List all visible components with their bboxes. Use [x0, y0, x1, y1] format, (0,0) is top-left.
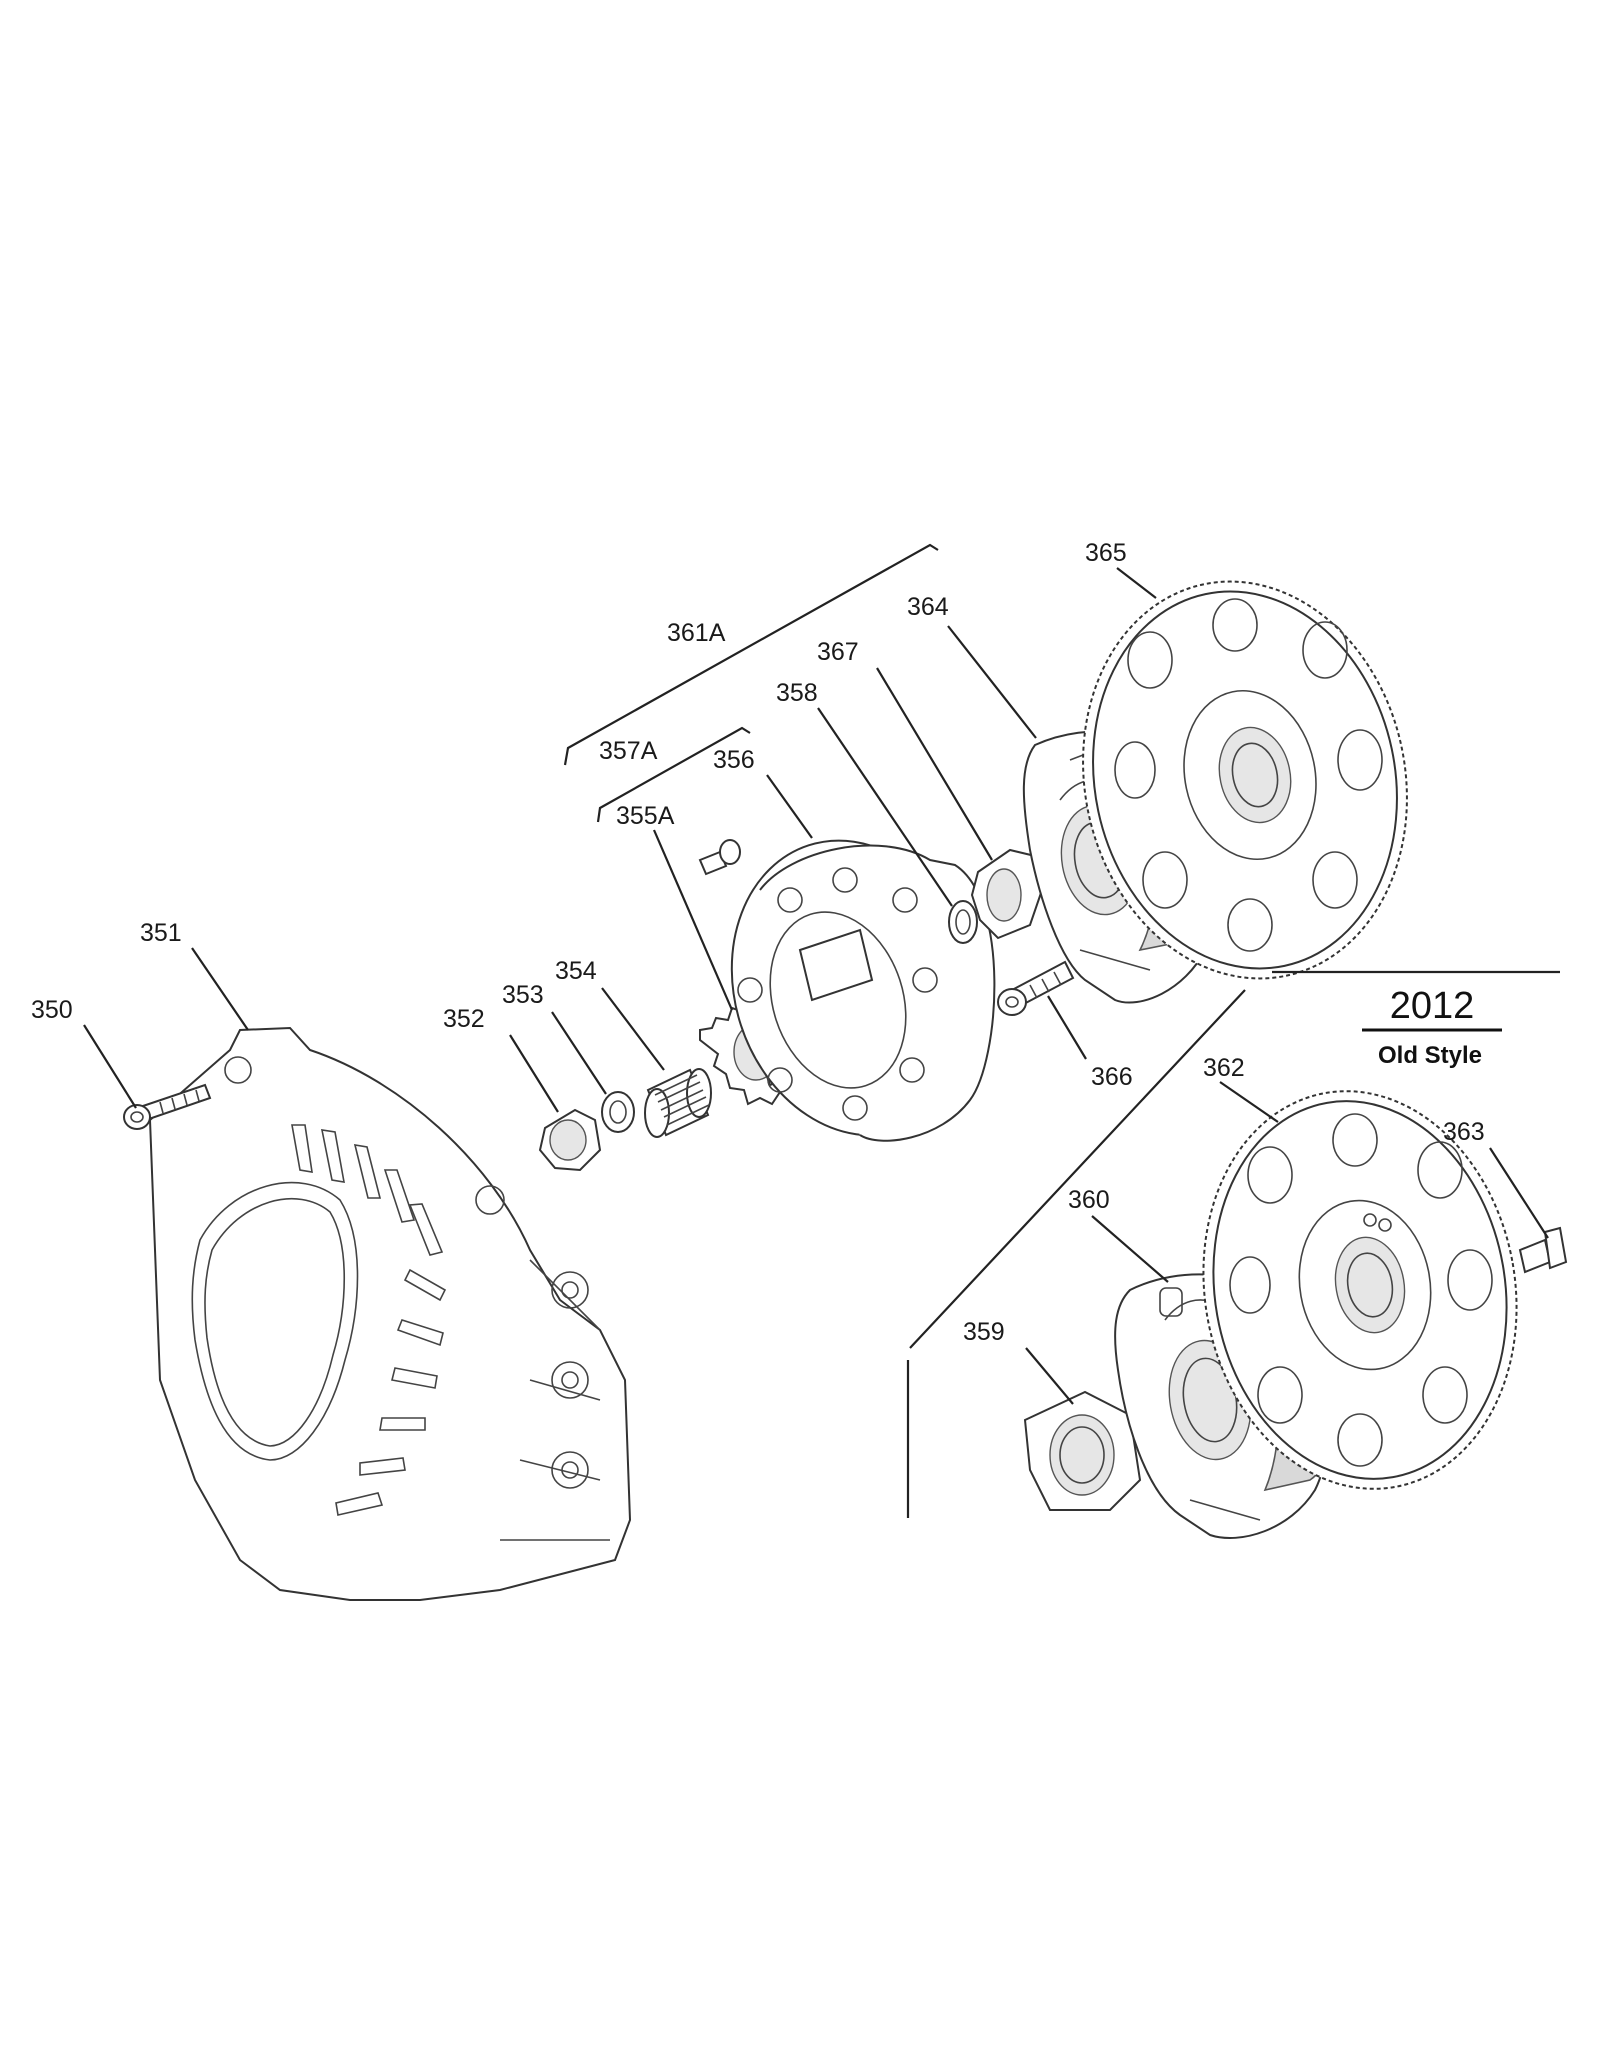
- clutch-cover-351: [148, 1026, 632, 1601]
- label-364: 364: [907, 593, 949, 621]
- inset-caption-text: Old Style: [1378, 1042, 1482, 1069]
- inset-divider: [906, 970, 1560, 1518]
- label-361A: 361A: [667, 619, 726, 647]
- label-351: 351: [140, 919, 182, 947]
- inset-caption: 2012 Old Style: [1362, 985, 1502, 1069]
- nut-359: [1023, 1390, 1142, 1511]
- label-360: 360: [1068, 1186, 1110, 1214]
- label-352: 352: [443, 1005, 485, 1033]
- label-367: 367: [817, 638, 859, 666]
- label-353: 353: [502, 981, 544, 1009]
- nut-352: [538, 1108, 602, 1172]
- label-359: 359: [963, 1318, 1005, 1346]
- kit-bracket-361A: [563, 543, 939, 766]
- kit-bracket-357A: [596, 726, 751, 823]
- washer-358: [948, 900, 978, 944]
- part-labels: 350 351 352 353 354 355A 356 357A 358 35…: [31, 539, 1485, 1346]
- bolt-366: [997, 960, 1075, 1016]
- screw-356-top: [698, 839, 741, 876]
- leader-lines: [83, 567, 1549, 1405]
- label-354: 354: [555, 957, 597, 985]
- label-365: 365: [1085, 539, 1127, 567]
- bolt-363: [1518, 1226, 1568, 1274]
- label-350: 350: [31, 996, 73, 1024]
- gear-365: [1082, 580, 1408, 980]
- screw-350: [123, 1083, 212, 1130]
- label-366: 366: [1091, 1063, 1133, 1091]
- inset-year: 2012: [1390, 985, 1475, 1027]
- washer-353: [601, 1091, 635, 1133]
- clutch-drum-356: [730, 839, 996, 1142]
- label-355A: 355A: [616, 802, 675, 830]
- label-356: 356: [713, 746, 755, 774]
- label-358: 358: [776, 679, 818, 707]
- gear-362: [1202, 1090, 1518, 1490]
- nut-367: [970, 848, 1044, 940]
- needle-bearing-354: [644, 1068, 712, 1138]
- label-363: 363: [1443, 1118, 1485, 1146]
- label-362: 362: [1203, 1054, 1245, 1082]
- label-357A: 357A: [599, 737, 658, 765]
